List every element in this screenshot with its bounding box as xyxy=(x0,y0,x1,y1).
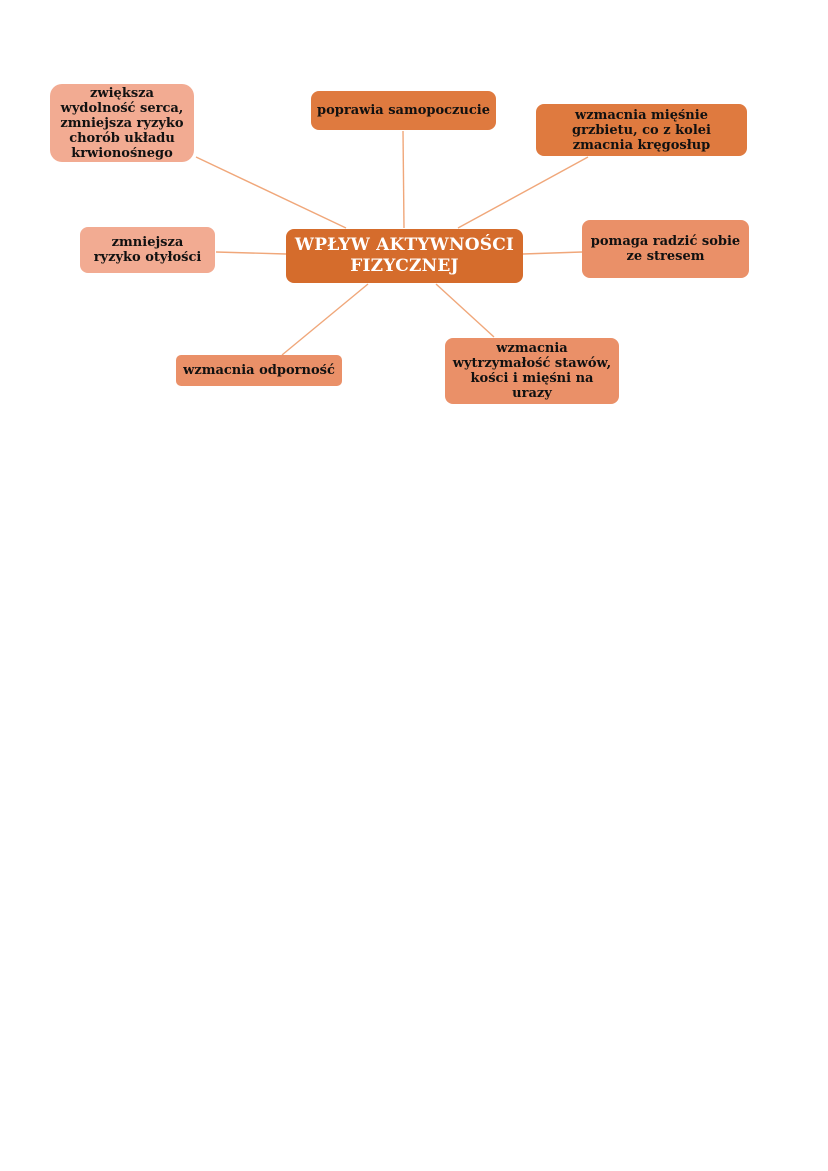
connector-heart xyxy=(195,156,347,229)
connector-obesity xyxy=(215,251,287,255)
center-node: WPŁYW AKTYWNOŚCI FIZYCZNEJ xyxy=(286,229,523,283)
node-heart-label: zwiększa wydolność serca, zmniejsza ryzy… xyxy=(60,85,184,161)
node-mood-label: poprawia samopoczucie xyxy=(317,103,491,118)
connector-stress xyxy=(522,251,583,255)
connector-immunity xyxy=(281,283,369,356)
node-heart: zwiększa wydolność serca, zmniejsza ryzy… xyxy=(50,84,194,162)
node-immunity: wzmacnia odporność xyxy=(176,355,342,386)
connector-back xyxy=(457,156,589,229)
node-joints-label: wzmacnia wytrzymałość stawów, kości i mi… xyxy=(452,341,612,401)
node-back: wzmacnia mięśnie grzbietu, co z kolei zm… xyxy=(536,104,747,156)
node-stress-label: pomaga radzić sobie ze stresem xyxy=(590,234,741,264)
node-stress: pomaga radzić sobie ze stresem xyxy=(582,220,749,278)
node-immunity-label: wzmacnia odporność xyxy=(183,363,335,378)
connector-joints xyxy=(435,283,495,338)
center-node-label: WPŁYW AKTYWNOŚCI FIZYCZNEJ xyxy=(294,235,515,276)
node-back-label: wzmacnia mięśnie grzbietu, co z kolei zm… xyxy=(572,107,711,153)
node-mood: poprawia samopoczucie xyxy=(311,91,496,130)
node-joints: wzmacnia wytrzymałość stawów, kości i mi… xyxy=(445,338,619,404)
node-obesity-label: zmniejsza ryzyko otyłości xyxy=(93,235,202,265)
connector-mood xyxy=(402,130,405,229)
node-obesity: zmniejsza ryzyko otyłości xyxy=(80,227,215,273)
